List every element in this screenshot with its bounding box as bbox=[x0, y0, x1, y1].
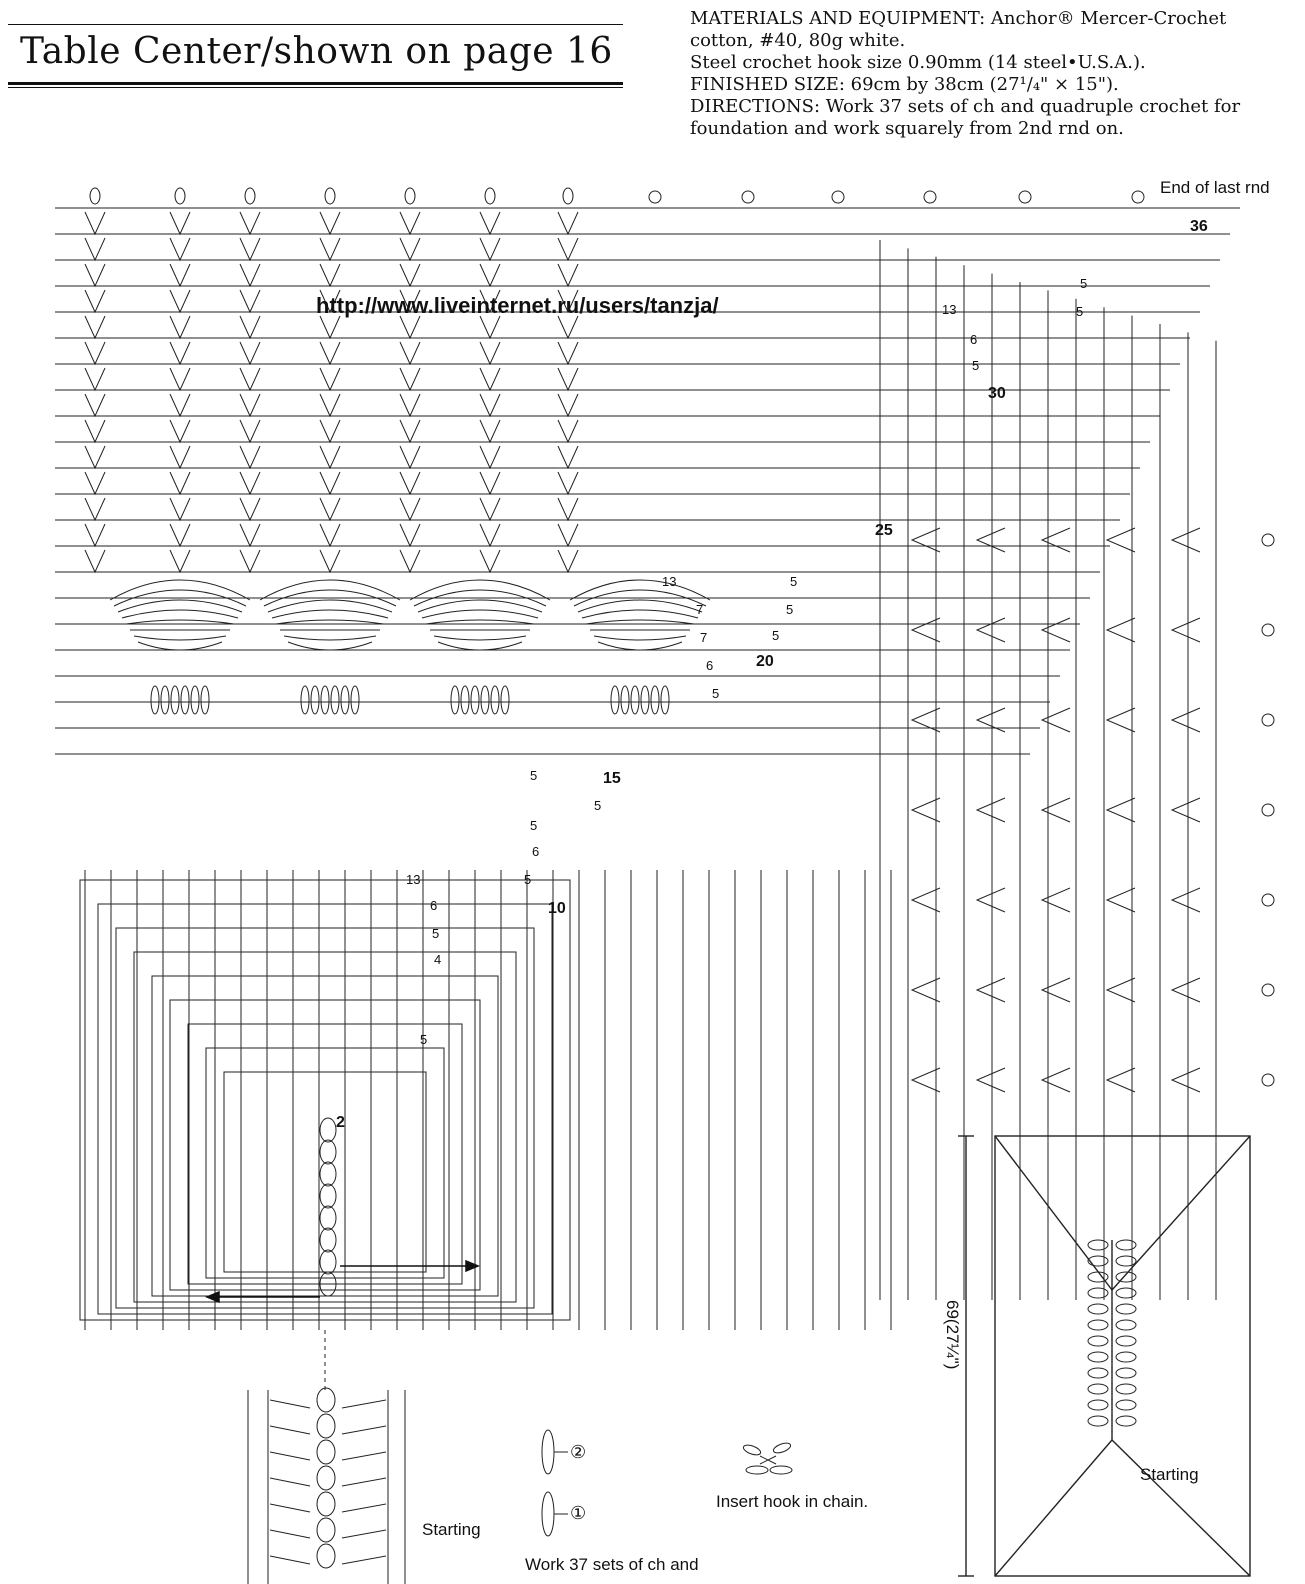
round-20: 20 bbox=[756, 653, 774, 670]
round-count: 7 bbox=[696, 602, 704, 617]
round-count: 5 bbox=[972, 358, 980, 373]
round-15: 15 bbox=[603, 770, 621, 787]
directions-line: DIRECTIONS: Work 37 sets of ch and quadr… bbox=[690, 96, 1241, 139]
round-count: 13 bbox=[942, 302, 957, 317]
round-count: 6 bbox=[430, 898, 438, 913]
dimension-label: 69(27¼") bbox=[943, 1300, 962, 1370]
watermark-url: http://www.liveinternet.ru/users/tanzja/ bbox=[316, 293, 719, 318]
round-count: 13 bbox=[662, 574, 677, 589]
round-count: 6 bbox=[706, 658, 714, 673]
round-count: 5 bbox=[594, 798, 602, 813]
legend-symbols bbox=[541, 1429, 793, 1537]
page-title: Table Center/shown on page 16 bbox=[20, 31, 613, 72]
round-count: 5 bbox=[1076, 304, 1084, 319]
round-2: 2 bbox=[336, 1114, 345, 1131]
hook-line: Steel crochet hook size 0.90mm (14 steel… bbox=[690, 52, 1146, 73]
insert-hook-label: Insert hook in chain. bbox=[716, 1492, 869, 1511]
title-rule-top bbox=[8, 24, 623, 25]
round-count: 5 bbox=[712, 686, 720, 701]
title-rule-bottom bbox=[8, 82, 623, 85]
round-count: 6 bbox=[532, 844, 540, 859]
round-count: 5 bbox=[786, 602, 794, 617]
inset-starting-label: Starting bbox=[1140, 1465, 1199, 1484]
circle-2-label: ② bbox=[570, 1442, 587, 1462]
round-count: 6 bbox=[970, 332, 978, 347]
round-count: 4 bbox=[434, 952, 442, 967]
round-25: 25 bbox=[875, 522, 893, 539]
direction-arrows bbox=[205, 1259, 480, 1304]
title-rule-bottom-thin bbox=[8, 87, 623, 88]
starting-label: Starting bbox=[422, 1520, 481, 1539]
round-10: 10 bbox=[548, 900, 566, 917]
round-count: 5 bbox=[530, 768, 538, 783]
round-count: 5 bbox=[524, 872, 532, 887]
round-count: 5 bbox=[530, 818, 538, 833]
finished-size-line: FINISHED SIZE: 69cm by 38cm (27¹/₄" × 15… bbox=[690, 74, 1119, 95]
round-36: 36 bbox=[1190, 218, 1208, 235]
round-30: 30 bbox=[988, 385, 1006, 402]
round-count: 5 bbox=[772, 628, 780, 643]
end-of-last-rnd-label: End of last rnd bbox=[1160, 178, 1270, 197]
layout-inset bbox=[958, 1135, 1251, 1577]
materials-line: MATERIALS AND EQUIPMENT: Anchor® Mercer-… bbox=[690, 8, 1227, 51]
title-block: Table Center/shown on page 16 bbox=[8, 22, 623, 90]
round-count: 5 bbox=[790, 574, 798, 589]
materials-text: MATERIALS AND EQUIPMENT: Anchor® Mercer-… bbox=[690, 8, 1290, 140]
circle-1-label: ① bbox=[570, 1503, 587, 1523]
round-count: 5 bbox=[1080, 276, 1088, 291]
round-count: 13 bbox=[406, 872, 421, 887]
work-sets-label: Work 37 sets of ch and bbox=[525, 1555, 699, 1574]
inset-frame bbox=[994, 1135, 1251, 1577]
round-count: 7 bbox=[700, 630, 708, 645]
round-count: 5 bbox=[420, 1032, 428, 1047]
round-count: 5 bbox=[432, 926, 440, 941]
